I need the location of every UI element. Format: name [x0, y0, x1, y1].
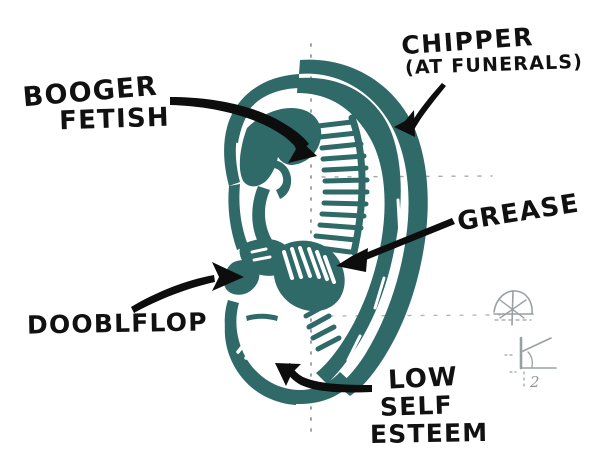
guide-horizontal-lower [329, 314, 501, 317]
arrow-dooblflop [131, 275, 215, 313]
arrow-low-self-esteem [283, 363, 372, 393]
label-low-self-esteem-line3: ESTEEM [369, 417, 489, 449]
hatch-concha [282, 246, 336, 284]
guide-horizontal-upper [321, 175, 493, 178]
sketch-angle-note: 2 [529, 373, 540, 391]
ear-helix-outer [299, 59, 428, 396]
label-booger-fetish: BOOGER FETISH [22, 71, 171, 142]
hatch-scapha-spine [348, 114, 366, 256]
arrow-low-self-esteem-head [275, 363, 301, 386]
ear-tragus-hook [270, 160, 292, 199]
ear-lobe-tail [224, 318, 297, 405]
hatch-helix-highlights [346, 198, 402, 362]
arrow-grease [358, 218, 455, 262]
ear-antihelix-upper [239, 108, 322, 187]
sketch-dome-mark [493, 290, 534, 326]
arrow-booger-fetish [170, 97, 309, 152]
ear-helix-anterior [224, 74, 299, 186]
sketch-angle-mark [504, 336, 557, 389]
construction-sketch [493, 290, 557, 389]
arrow-grease-head [336, 248, 368, 272]
hatch-tragus [250, 247, 272, 262]
ear-lobe-crease [246, 313, 278, 321]
arrow-booger-fetish-head [285, 126, 317, 163]
label-low-self-esteem-line2: SELF [379, 390, 454, 423]
ear-hatching [236, 114, 402, 382]
arrow-dooblflop-head [212, 262, 244, 291]
annotation-arrows [131, 83, 455, 393]
arrow-chipper-head [394, 110, 415, 137]
label-dooblflop: DOOBLFLOP [26, 307, 208, 340]
ear-anterior-border [228, 184, 248, 250]
label-chipper: CHIPPER (AT FUNERALS) [400, 21, 584, 83]
label-low-self-esteem: LOW SELF ESTEEM [370, 362, 489, 449]
ear-lobe [224, 300, 352, 404]
hatch-below-concha [303, 303, 342, 352]
arrow-chipper [407, 83, 446, 133]
label-booger-fetish-line2: FETISH [58, 102, 171, 137]
